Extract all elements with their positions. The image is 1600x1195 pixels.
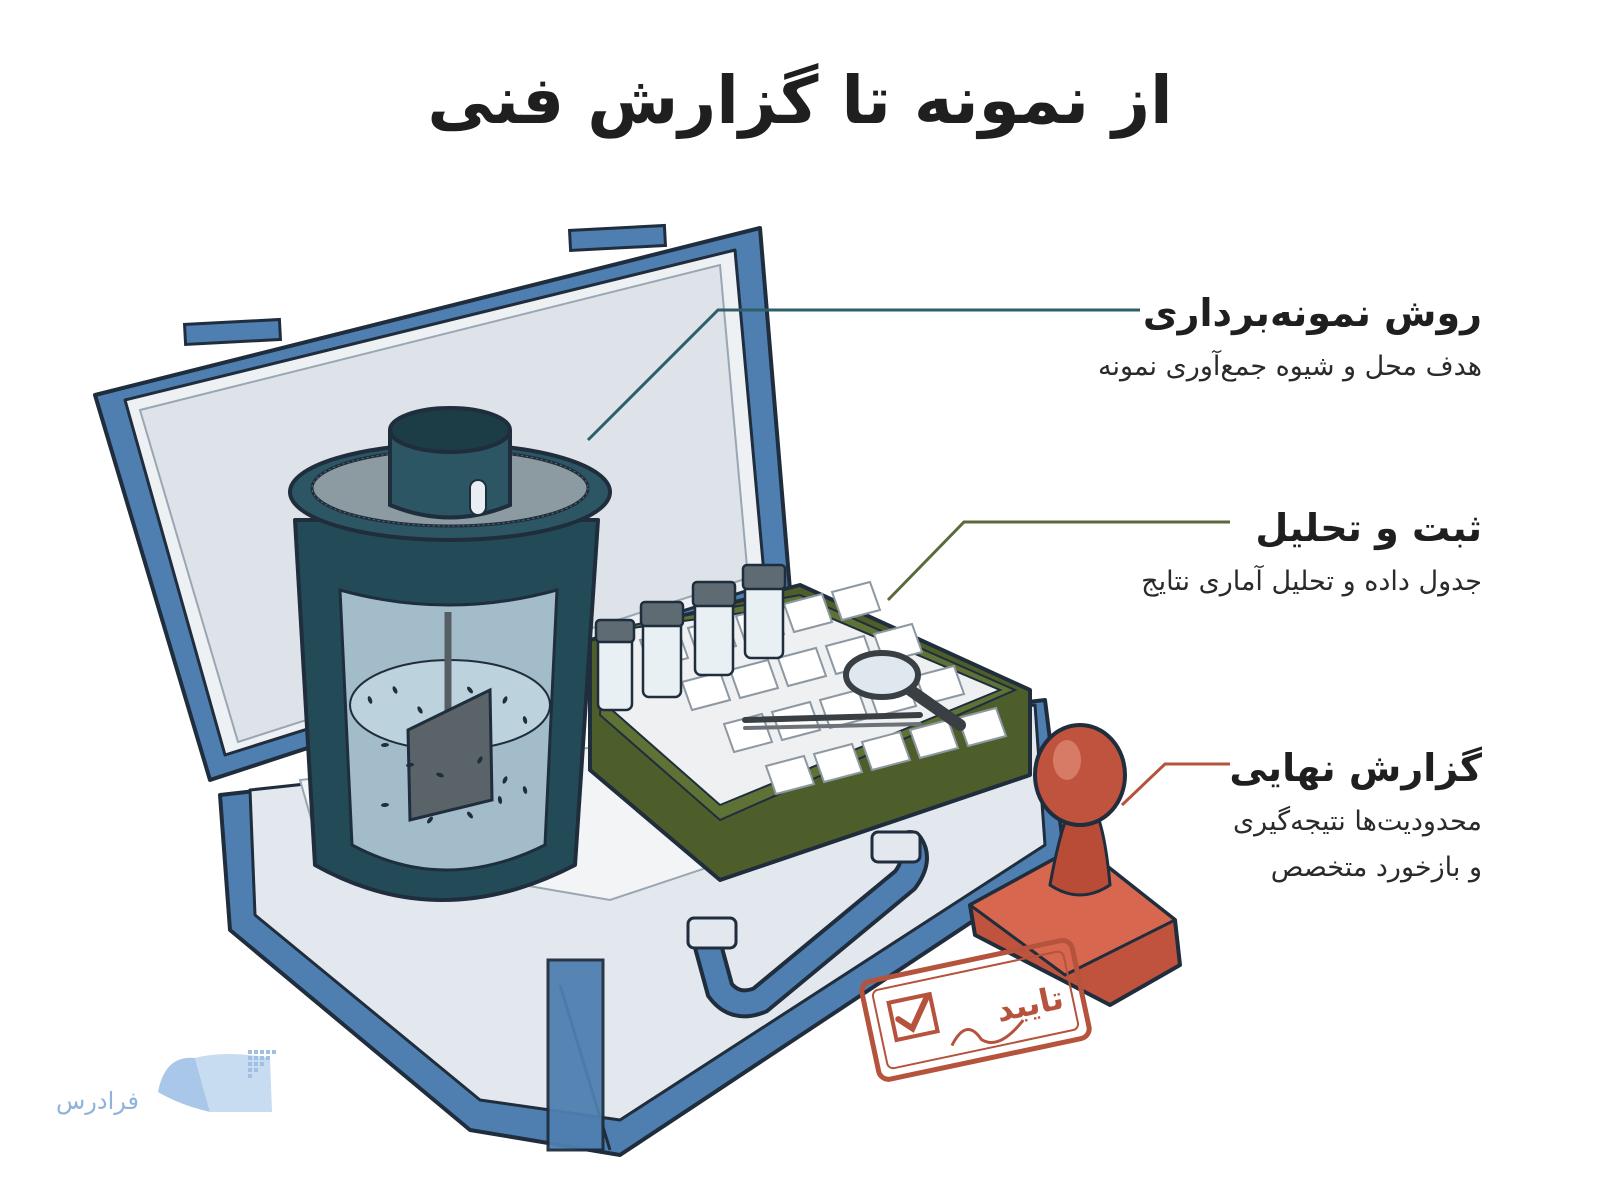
mosquito-icon <box>367 696 373 704</box>
mosquito-icon <box>436 772 444 778</box>
logo-pixel <box>260 1056 264 1060</box>
vial <box>741 563 787 660</box>
mosquito-icon <box>467 686 473 694</box>
callout-subtitle: جدول داده و تحلیل آماری نتایج <box>1141 566 1482 597</box>
mosquito-icon <box>502 696 508 704</box>
logo-pixel <box>248 1050 252 1054</box>
logo-pixel <box>254 1062 258 1066</box>
tray-cell <box>860 730 912 772</box>
specimen-vials <box>594 563 787 712</box>
callout-report: گزارش نهایی محدودیت‌ها نتیجه‌گیری و بازخ… <box>1229 745 1482 891</box>
mosquito-icon <box>502 776 508 784</box>
logo-pixel <box>266 1050 270 1054</box>
mosquito-icon <box>467 811 473 819</box>
vial <box>594 618 636 712</box>
logo-pixel <box>254 1068 258 1072</box>
leader-line-analysis <box>886 520 1230 602</box>
logo-pixel <box>248 1056 252 1060</box>
tray-cell <box>764 754 816 796</box>
logo-pixel <box>272 1050 276 1054</box>
logo-pixel <box>260 1050 264 1054</box>
stamp-impression <box>859 937 1092 1082</box>
tray-cell <box>776 646 828 688</box>
callout-analysis: ثبت و تحلیل جدول داده و تحلیل آماری نتای… <box>1141 505 1482 605</box>
callout-subtitle: و بازخورد متخصص <box>1270 852 1482 883</box>
mosquito-icon <box>392 686 398 694</box>
tray-cell <box>908 718 960 760</box>
tray-cell <box>782 592 834 634</box>
callout-heading: گزارش نهایی <box>1229 746 1482 790</box>
vial <box>691 580 737 677</box>
magnifier-icon <box>843 650 966 731</box>
logo-pixel <box>254 1056 258 1060</box>
mosquito-icon <box>381 742 389 748</box>
vial <box>639 600 685 699</box>
logo-pixel <box>266 1056 270 1060</box>
logo-pixel <box>248 1062 252 1066</box>
brand-logo-text: فرادرس <box>56 1087 139 1115</box>
tray-cell <box>956 706 1008 748</box>
logo-pixel <box>248 1074 252 1078</box>
callout-subtitle: هدف محل و شیوه جمع‌آوری نمونه <box>1098 351 1482 382</box>
page-title: از نمونه تا گزارش فنی <box>427 62 1173 139</box>
logo-pixel <box>254 1050 258 1054</box>
mosquito-icon <box>497 796 503 804</box>
collection-jar <box>288 406 612 902</box>
mosquito-icon <box>522 786 528 794</box>
callout-heading: ثبت و تحلیل <box>1255 506 1482 550</box>
callout-sampling: روش نمونه‌برداری هدف محل و شیوه جمع‌آوری… <box>1098 290 1482 390</box>
mosquito-icon <box>381 802 389 808</box>
mosquito-icon <box>427 816 433 824</box>
stamp-text: تایید <box>993 978 1067 1029</box>
logo-pixel <box>260 1062 264 1066</box>
tray-cell <box>728 658 780 700</box>
leader-line-report <box>1120 762 1230 807</box>
mosquito-icon <box>417 706 423 714</box>
callout-heading: روش نمونه‌برداری <box>1142 291 1482 335</box>
approval-stamp <box>968 723 1182 1007</box>
mosquito-icon <box>406 762 414 768</box>
brand-logo-icon <box>158 1050 276 1112</box>
tray-cell <box>830 580 882 622</box>
mosquito-icon <box>477 756 483 764</box>
tweezers-icon <box>742 712 923 730</box>
leader-line-sampling <box>586 308 1140 442</box>
case-handle <box>686 830 929 1019</box>
tray-cell <box>812 742 864 784</box>
callout-subtitle: محدودیت‌ها نتیجه‌گیری <box>1233 806 1482 837</box>
logo-pixel <box>248 1068 252 1072</box>
mosquito-icon <box>522 716 528 724</box>
